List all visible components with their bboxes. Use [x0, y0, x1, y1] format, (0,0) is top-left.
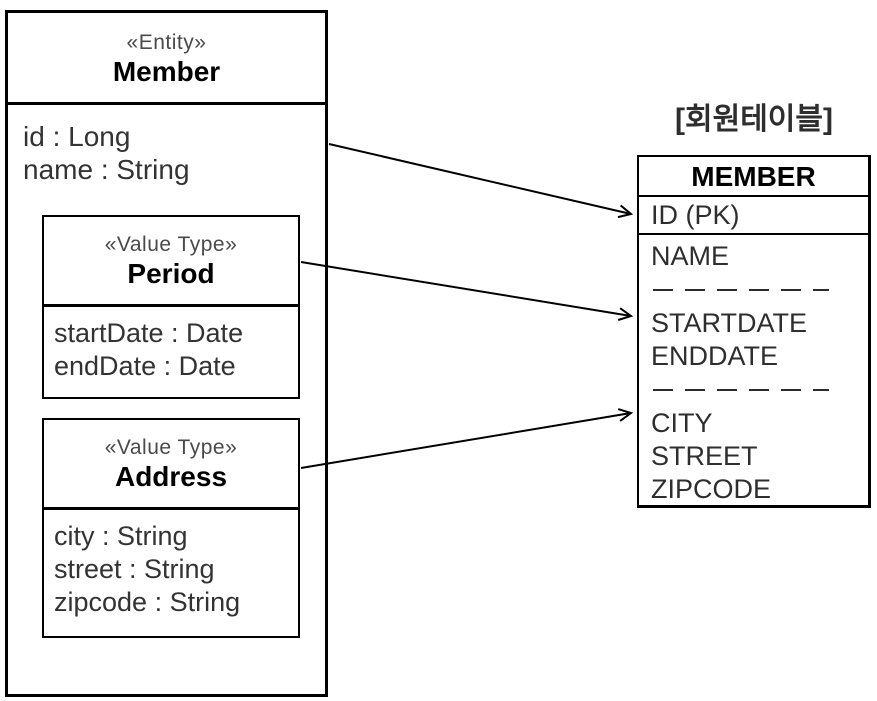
address-attribute-zipcode: zipcode : String	[54, 587, 241, 617]
entity-attribute-name: name : String	[23, 154, 190, 185]
address-attribute-city: city : String	[54, 521, 188, 551]
period-attribute-enddate: endDate : Date	[54, 351, 236, 381]
valuetype-address-name-label: Address	[114, 461, 228, 492]
dashed-separator	[653, 289, 829, 291]
dashed-separator	[653, 389, 829, 391]
valuetype-period-name-label: Period	[127, 258, 215, 289]
arrow-address-to-address-columns	[300, 408, 634, 469]
table-row-street: STREET	[651, 441, 758, 471]
table-row-startdate: STARTDATE	[651, 308, 808, 338]
table-row-zipcode: ZIPCODE	[651, 474, 772, 504]
arrow-period-to-dates	[300, 261, 634, 321]
valuetype-address-stereotype-label: «Value Type»	[104, 436, 238, 459]
table-title: [회원테이블]	[675, 103, 833, 136]
valuetype-address-box: «Value Type» Address city : String stree…	[42, 418, 300, 638]
table-name-header: MEMBER	[639, 157, 868, 197]
valuetype-period-header: «Value Type» Period	[44, 217, 298, 307]
address-attribute-street: street : String	[54, 554, 215, 584]
entity-attribute-id: id : Long	[23, 121, 131, 152]
table-row-id-pk: ID (PK)	[639, 197, 868, 235]
entity-stereotype-label: «Entity»	[126, 31, 207, 54]
table-row-enddate: ENDDATE	[651, 341, 779, 371]
valuetype-period-stereotype-label: «Value Type»	[104, 233, 238, 256]
valuetype-address-header: «Value Type» Address	[44, 420, 298, 510]
valuetype-period-attributes: startDate : Date endDate : Date	[44, 307, 298, 383]
table-body: NAME STARTDATE ENDDATE CITY STREET ZIPCO…	[639, 235, 868, 506]
valuetype-address-attributes: city : String street : String zipcode : …	[44, 510, 298, 619]
entity-attributes: id : Long name : String	[23, 120, 190, 186]
period-attribute-startdate: startDate : Date	[54, 318, 244, 348]
arrow-member-to-id	[328, 143, 634, 219]
table-row-name: NAME	[651, 241, 730, 271]
entity-member-header: «Entity» Member	[8, 13, 325, 105]
entity-name-label: Member	[112, 56, 221, 87]
member-table-box: MEMBER ID (PK) NAME STARTDATE ENDDATE CI…	[637, 155, 871, 508]
table-row-city: CITY	[651, 408, 713, 438]
valuetype-period-box: «Value Type» Period startDate : Date end…	[42, 215, 300, 399]
